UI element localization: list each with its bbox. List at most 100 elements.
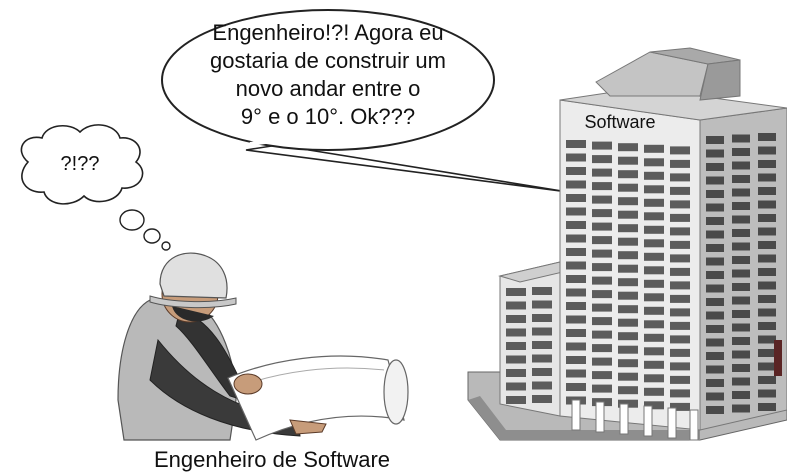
window: [618, 210, 638, 219]
window: [706, 257, 724, 266]
window: [532, 314, 552, 322]
speech-line-4: 9° e o 10°. Ok???: [241, 104, 415, 129]
window: [592, 141, 612, 150]
window: [532, 341, 552, 349]
window: [618, 197, 638, 206]
window: [506, 315, 526, 323]
window: [706, 176, 724, 185]
window: [592, 357, 612, 366]
window: [706, 217, 724, 225]
window: [706, 311, 724, 320]
window: [506, 355, 526, 364]
engineer-figure: [117, 252, 409, 441]
window: [566, 261, 586, 270]
window: [644, 198, 664, 207]
window: [758, 376, 776, 384]
window: [618, 170, 638, 179]
window: [706, 149, 724, 158]
speech-line-2: gostaria de construir um: [210, 48, 446, 73]
window: [532, 287, 552, 295]
window: [732, 404, 750, 413]
window: [732, 256, 750, 264]
window: [532, 381, 552, 390]
window: [592, 263, 612, 272]
window: [644, 374, 664, 383]
window: [618, 305, 638, 314]
window: [732, 323, 750, 332]
window: [670, 213, 690, 222]
window: [706, 352, 724, 360]
window: [566, 369, 586, 378]
speech-line-1: Engenheiro!?! Agora eu: [212, 20, 443, 45]
window: [532, 395, 552, 403]
window: [706, 230, 724, 239]
window: [566, 194, 586, 202]
window: [618, 156, 638, 165]
window: [670, 200, 690, 209]
window: [618, 237, 638, 246]
window: [644, 333, 664, 342]
window: [644, 266, 664, 275]
window: [670, 308, 690, 317]
window: [566, 207, 586, 216]
window: [732, 296, 750, 305]
window: [592, 236, 612, 245]
window: [706, 190, 724, 198]
window: [706, 284, 724, 293]
window: [670, 348, 690, 357]
window: [706, 244, 724, 252]
window: [758, 173, 776, 182]
window: [758, 335, 776, 344]
window: [732, 175, 750, 183]
window: [706, 136, 724, 144]
window: [758, 133, 776, 141]
speech-line-3: novo andar entre o: [236, 76, 421, 101]
window: [732, 391, 750, 399]
window: [592, 155, 612, 164]
window: [732, 377, 750, 386]
window: [566, 315, 586, 324]
window: [644, 225, 664, 234]
window: [644, 347, 664, 356]
building-sign: Software: [584, 112, 655, 132]
window: [670, 267, 690, 276]
window: [618, 224, 638, 233]
window: [706, 325, 724, 333]
window: [670, 240, 690, 249]
window: [644, 320, 664, 329]
window: [758, 403, 776, 411]
window: [732, 337, 750, 345]
window: [618, 291, 638, 300]
window: [592, 276, 612, 285]
window: [732, 269, 750, 278]
thought-bubble: ?!??: [20, 124, 171, 251]
window-grid-front: [566, 140, 690, 411]
thought-text: ?!??: [61, 153, 100, 175]
window: [618, 345, 638, 354]
window: [566, 329, 586, 337]
window: [758, 308, 776, 317]
window: [592, 222, 612, 231]
window: [758, 241, 776, 249]
window: [732, 161, 750, 170]
window: [670, 159, 690, 168]
window: [670, 227, 690, 236]
window: [670, 186, 690, 195]
window: [592, 195, 612, 204]
window: [644, 252, 664, 261]
window: [618, 386, 638, 395]
window: [566, 248, 586, 256]
window: [758, 349, 776, 357]
window: [670, 335, 690, 344]
window: [566, 342, 586, 351]
window: [706, 392, 724, 401]
window: [758, 322, 776, 330]
window: [644, 401, 664, 410]
speech-bubble: Engenheiro!?! Agora eu gostaria de const…: [161, 9, 569, 193]
window: [618, 278, 638, 287]
office-building: Software: [467, 47, 787, 441]
window: [592, 209, 612, 218]
window: [566, 221, 586, 229]
window: [758, 295, 776, 303]
window: [732, 215, 750, 224]
